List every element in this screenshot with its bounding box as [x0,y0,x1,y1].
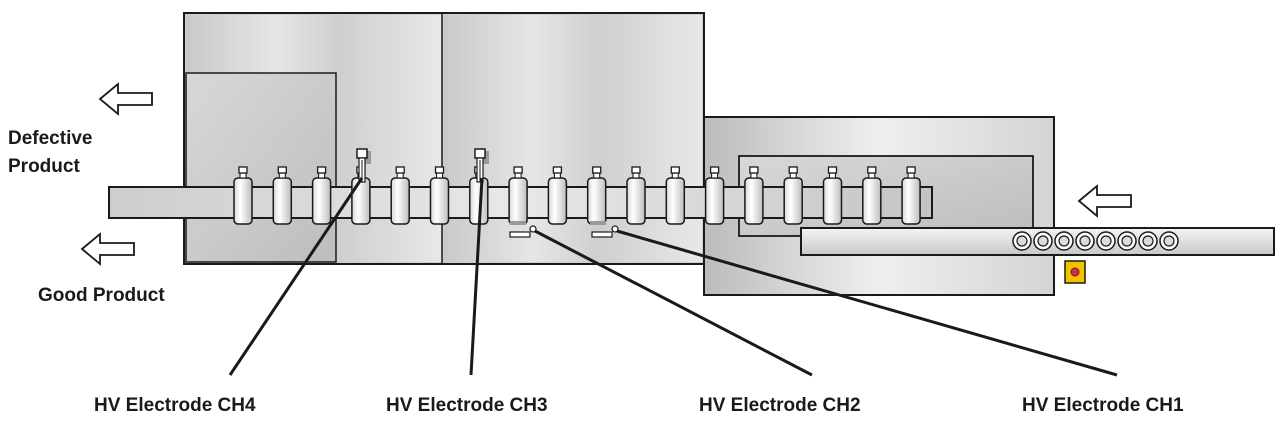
vial [626,166,646,225]
infeed-vial-cap [1079,235,1091,247]
vial [429,166,450,225]
leader-line-ch2 [534,229,813,377]
vial [704,166,725,225]
arrow-left-icon-good [80,232,135,266]
vial [901,166,921,225]
vial [272,166,293,225]
vial [547,166,568,225]
electrode-probe-ch3 [474,148,489,183]
arrow-left-icon-infeed [1077,184,1132,218]
electrode-pad-ch1 [590,221,619,238]
infeed-vial-cap [1100,235,1112,247]
vial [508,166,528,225]
indicator-lamp [1064,260,1086,284]
vial [783,166,803,225]
good-product-label: Good Product [38,285,165,306]
main-housing-window [185,72,337,263]
vial [665,166,686,225]
vial [862,166,882,225]
vial-row [233,166,921,225]
vial [822,166,843,225]
vial [311,166,332,225]
label-hv-electrode-ch2: HV Electrode CH2 [699,395,861,416]
vial [390,166,410,225]
infeed-vial-row [1012,231,1179,251]
label-hv-electrode-ch3: HV Electrode CH3 [386,395,548,416]
leader-line-ch3 [469,177,484,376]
infeed-vial-cap [1163,235,1175,247]
leader-line-ch4 [228,177,364,376]
vial [233,166,253,225]
arrow-left-icon-defective [98,82,153,116]
leader-lines [228,177,1118,377]
vial [744,166,764,225]
vial [586,166,607,225]
defective-label-line2: Product [8,156,80,177]
label-hv-electrode-ch1: HV Electrode CH1 [1022,395,1184,416]
infeed-vial-cap [1037,235,1049,247]
leader-line-ch1 [616,229,1118,377]
electrode-pad-ch2 [509,221,537,238]
infeed-vial-cap [1058,235,1070,247]
defective-label-line1: Defective [8,128,93,149]
infeed-vial-cap [1142,235,1154,247]
infeed-vial-cap [1016,235,1028,247]
label-hv-electrode-ch4: HV Electrode CH4 [94,395,256,416]
infeed-vial-cap [1121,235,1133,247]
main-housing-right-panel [443,15,702,262]
